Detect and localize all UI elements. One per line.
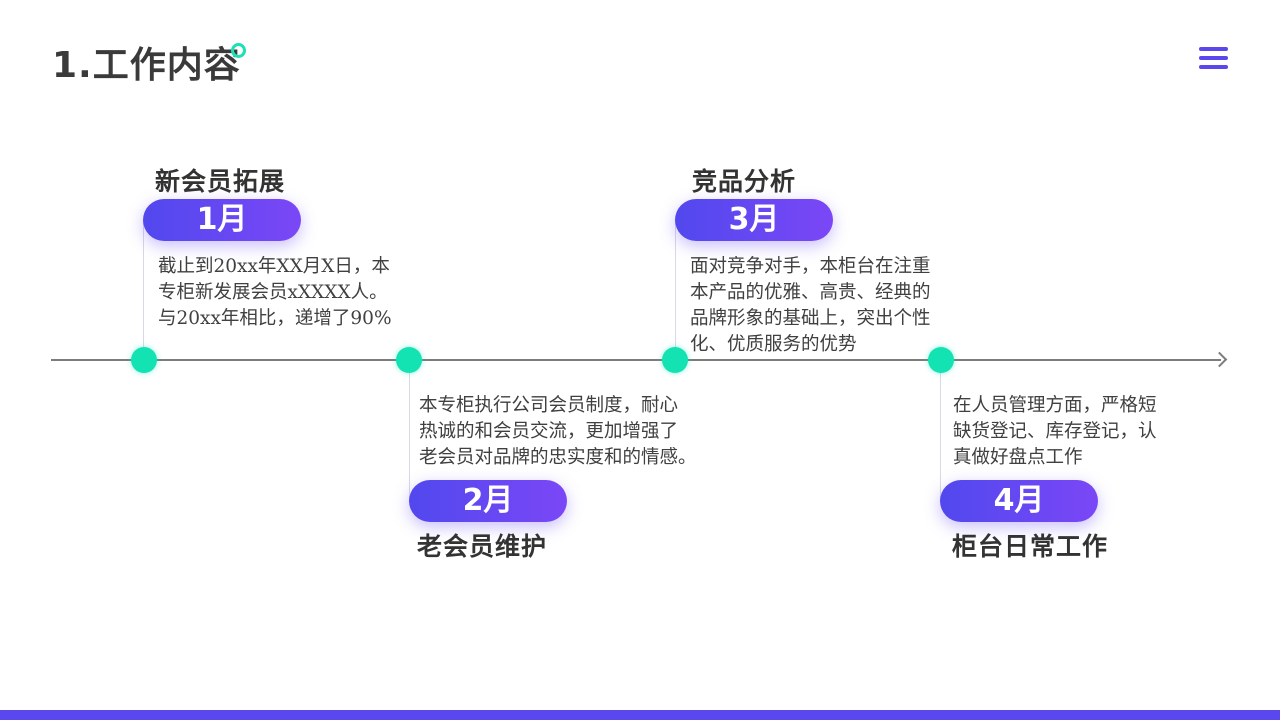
description-line: 本专柜执行公司会员制度，耐心 [419, 395, 679, 416]
milestone-heading: 老会员维护 [417, 532, 548, 561]
page-title: 1.工作内容 [52, 45, 241, 86]
footer-bar [0, 710, 1280, 720]
description-line: 化、优质服务的优势 [690, 334, 857, 355]
menu-bar [1199, 65, 1228, 69]
month-badge: 2月 [409, 480, 567, 522]
description-line: 品牌形象的基础上，突出个性 [690, 308, 931, 329]
milestone-description: 在人员管理方面，严格短 缺货登记、库存登记，认 真做好盘点工作 [953, 393, 1157, 471]
milestone-heading: 新会员拓展 [155, 167, 286, 196]
month-badge: 4月 [940, 480, 1098, 522]
description-line: 与20xx年相比，递增了90% [158, 308, 392, 329]
timeline-node [928, 347, 954, 373]
milestone-heading: 竞品分析 [692, 167, 797, 196]
hamburger-menu-icon[interactable] [1199, 47, 1228, 69]
timeline-node [396, 347, 422, 373]
menu-bar [1199, 56, 1228, 60]
connector-line [409, 360, 410, 501]
description-line: 专柜新发展会员xXXXX人。 [158, 282, 388, 303]
milestone-description: 面对竞争对手，本柜台在注重 本产品的优雅、高贵、经典的 品牌形象的基础上，突出个… [690, 254, 931, 358]
ring-icon [231, 43, 246, 58]
description-line: 在人员管理方面，严格短 [953, 395, 1157, 416]
arrow-right-icon [1211, 351, 1228, 368]
description-line: 缺货登记、库存登记，认 [953, 421, 1157, 442]
timeline-node [662, 347, 688, 373]
description-line: 本产品的优雅、高贵、经典的 [690, 282, 931, 303]
description-line: 截止到20xx年XX月X日，本 [158, 256, 390, 277]
description-line: 真做好盘点工作 [953, 447, 1083, 468]
month-badge: 1月 [143, 199, 301, 241]
connector-line [143, 219, 144, 360]
description-line: 热诚的和会员交流，更加增强了 [419, 421, 679, 442]
description-line: 老会员对品牌的忠实度和的情感。 [419, 447, 697, 468]
month-badge: 3月 [675, 199, 833, 241]
milestone-description: 截止到20xx年XX月X日，本 专柜新发展会员xXXXX人。 与20xx年相比，… [158, 254, 392, 332]
menu-bar [1199, 47, 1228, 51]
timeline-node [131, 347, 157, 373]
connector-line [675, 219, 676, 360]
milestone-description: 本专柜执行公司会员制度，耐心 热诚的和会员交流，更加增强了 老会员对品牌的忠实度… [419, 393, 697, 471]
milestone-heading: 柜台日常工作 [952, 532, 1109, 561]
timeline-axis [51, 359, 1221, 361]
connector-line [940, 360, 941, 501]
description-line: 面对竞争对手，本柜台在注重 [690, 256, 931, 277]
